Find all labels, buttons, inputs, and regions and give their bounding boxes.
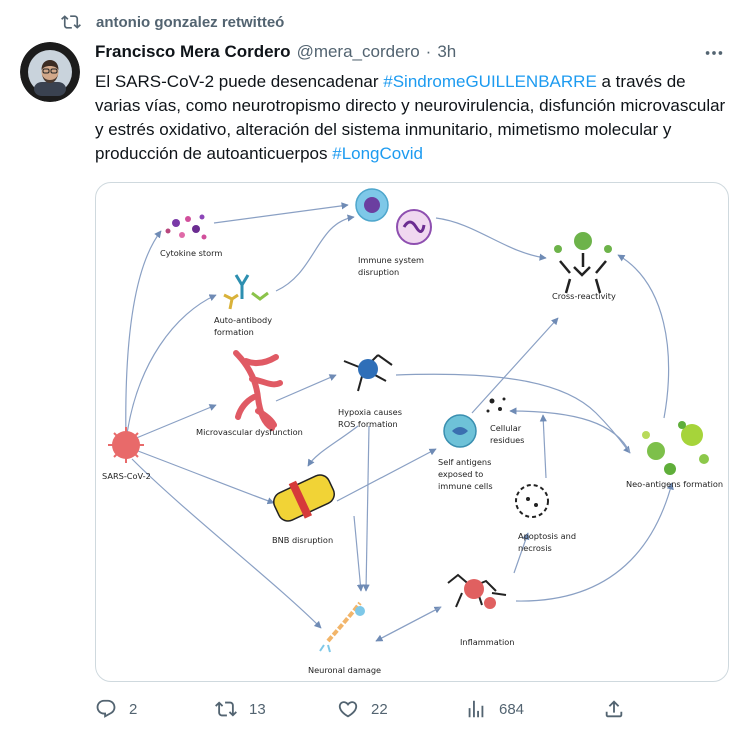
diagram-labels: Cytokine storm Immune system disruption …	[102, 248, 723, 675]
views-count: 684	[499, 700, 525, 718]
antibody-icon	[223, 274, 269, 310]
like-icon	[338, 701, 358, 718]
label-inflammation: Inflammation	[460, 637, 514, 647]
like-count: 22	[371, 700, 388, 718]
hashtag-link[interactable]: #SindromeGUILLENBARRE	[383, 72, 597, 91]
label-self-2: exposed to	[438, 469, 483, 479]
neuron-blue-icon	[343, 354, 393, 392]
label-autoab-2: formation	[214, 327, 254, 337]
immune-cell-icon	[355, 188, 432, 245]
views-button[interactable]: 684	[465, 698, 524, 720]
author-name[interactable]: Francisco Mera Cordero	[95, 42, 291, 61]
reply-icon	[96, 699, 116, 718]
label-cellular-1: Cellular	[490, 423, 522, 433]
label-apoptosis-2: necrosis	[518, 543, 552, 553]
label-autoab-1: Auto-antibody	[214, 315, 272, 325]
label-cellular-2: residues	[490, 435, 524, 445]
retweet-attribution[interactable]: antonio gonzalez retwitteó	[60, 12, 284, 32]
more-icon	[705, 51, 723, 55]
label-self-3: immune cells	[438, 481, 493, 491]
more-button[interactable]	[698, 42, 730, 64]
label-cytokine-storm: Cytokine storm	[160, 248, 222, 258]
label-hypoxia-1: Hypoxia causes	[338, 407, 402, 417]
pathways-diagram: Cytokine storm Immune system disruption …	[102, 188, 723, 675]
avatar[interactable]	[20, 42, 80, 102]
like-button[interactable]: 22	[337, 698, 388, 720]
label-hypoxia-2: ROS formation	[338, 419, 398, 429]
views-icon	[468, 700, 484, 718]
cross-reactivity-icon	[554, 232, 612, 294]
apoptosis-icon	[515, 484, 549, 518]
retweet-icon	[215, 701, 237, 717]
avatar-image	[20, 42, 80, 102]
self-antigen-icon	[443, 414, 477, 448]
diagram-arrows	[125, 202, 674, 642]
label-apoptosis-1: Apoptosis and	[518, 531, 576, 541]
share-button[interactable]	[603, 698, 637, 720]
bnb-icon	[273, 474, 335, 522]
author-handle[interactable]: @mera_cordero	[296, 42, 420, 61]
neo-antigen-icon	[642, 421, 709, 475]
blood-vessel-icon	[233, 350, 283, 431]
label-immune-1: Immune system	[358, 255, 424, 265]
retweet-count: 13	[249, 700, 266, 718]
label-bnb: BNB disruption	[272, 535, 333, 545]
label-microvascular: Microvascular dysfunction	[196, 427, 303, 437]
label-self-1: Self antigens	[438, 457, 491, 467]
reply-button[interactable]: 2	[95, 698, 137, 720]
tweet-time[interactable]: 3h	[437, 42, 457, 61]
inflammation-icon	[447, 573, 507, 609]
label-neuronal: Neuronal damage	[308, 665, 381, 675]
reply-count: 2	[129, 700, 138, 718]
label-cross-reactivity: Cross-reactivity	[552, 291, 616, 301]
hashtag-link[interactable]: #LongCovid	[332, 144, 423, 163]
cytokine-icon	[165, 214, 207, 240]
tweet-header: Francisco Mera Cordero @mera_cordero · 3…	[95, 42, 456, 62]
label-neo: Neo-antigens formation	[626, 479, 723, 489]
media-image[interactable]: Cytokine storm Immune system disruption …	[95, 182, 729, 682]
action-bar: 2 13 22 684	[95, 696, 635, 726]
label-sars: SARS-CoV-2	[102, 471, 151, 481]
retweet-button[interactable]: 13	[215, 698, 266, 720]
time-separator: ·	[425, 42, 432, 61]
virus-icon	[108, 427, 144, 463]
label-immune-2: disruption	[358, 267, 399, 277]
retweet-icon	[61, 15, 81, 29]
neuron-damaged-icon	[319, 601, 365, 653]
tweet-text: El SARS-CoV-2 puede desencadenar #Sindro…	[95, 70, 735, 166]
retweeter-label[interactable]: antonio gonzalez retwitteó	[96, 13, 285, 31]
cellular-residue-icon	[486, 397, 506, 413]
tweet-text-part: El SARS-CoV-2 puede desencadenar	[95, 72, 384, 91]
share-icon	[605, 700, 623, 718]
tweet-text-part: a través de varias vías, como neurotropi…	[95, 72, 726, 163]
